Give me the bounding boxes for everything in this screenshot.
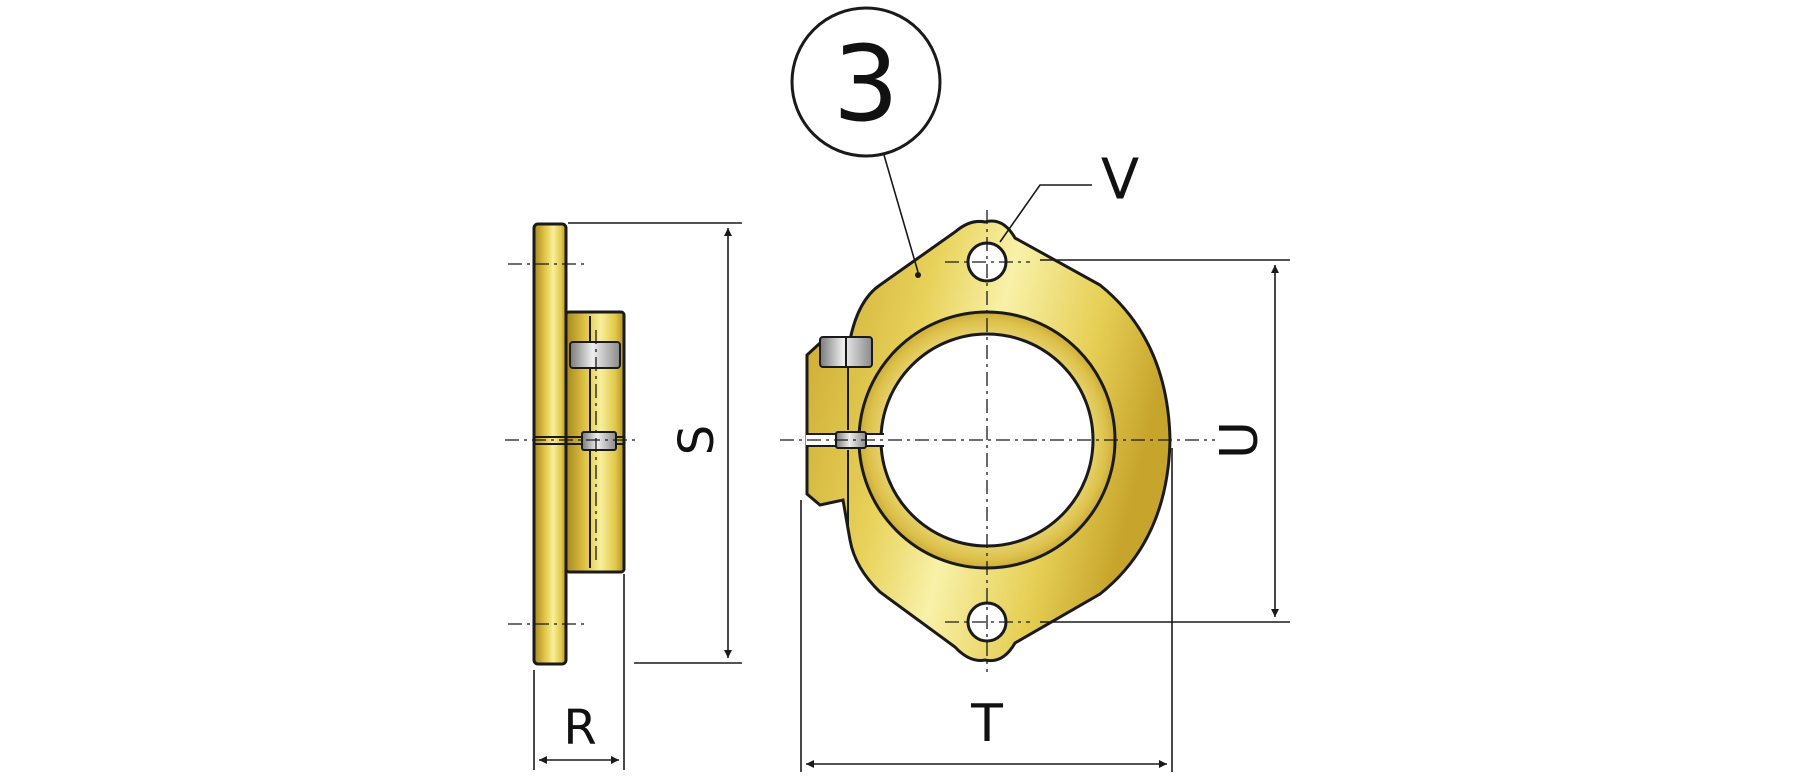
- dimension-u-label: U: [1210, 421, 1270, 459]
- dimension-t: T: [800, 448, 1173, 772]
- dimension-u: U: [1040, 259, 1290, 623]
- dimension-v-leader: [999, 184, 1092, 243]
- part-callout: 3: [790, 6, 942, 278]
- dimension-r: R: [533, 574, 625, 770]
- dimension-s: S: [568, 222, 742, 664]
- dimension-v: V: [999, 148, 1139, 243]
- side-view-bolt-head: [569, 341, 621, 369]
- dimension-r-label: R: [563, 700, 596, 756]
- dimension-t-label: T: [970, 694, 1003, 754]
- part-callout-leader: [883, 154, 919, 273]
- part-callout-number: 3: [833, 23, 899, 145]
- front-view: [780, 210, 1215, 672]
- side-view: [505, 222, 640, 666]
- dimension-v-label: V: [1101, 148, 1139, 213]
- part-callout-bubble: [790, 6, 942, 158]
- part-callout-leader-dot: [915, 272, 921, 278]
- dimension-s-label: S: [669, 425, 725, 455]
- side-view-bolt-nut: [581, 431, 617, 451]
